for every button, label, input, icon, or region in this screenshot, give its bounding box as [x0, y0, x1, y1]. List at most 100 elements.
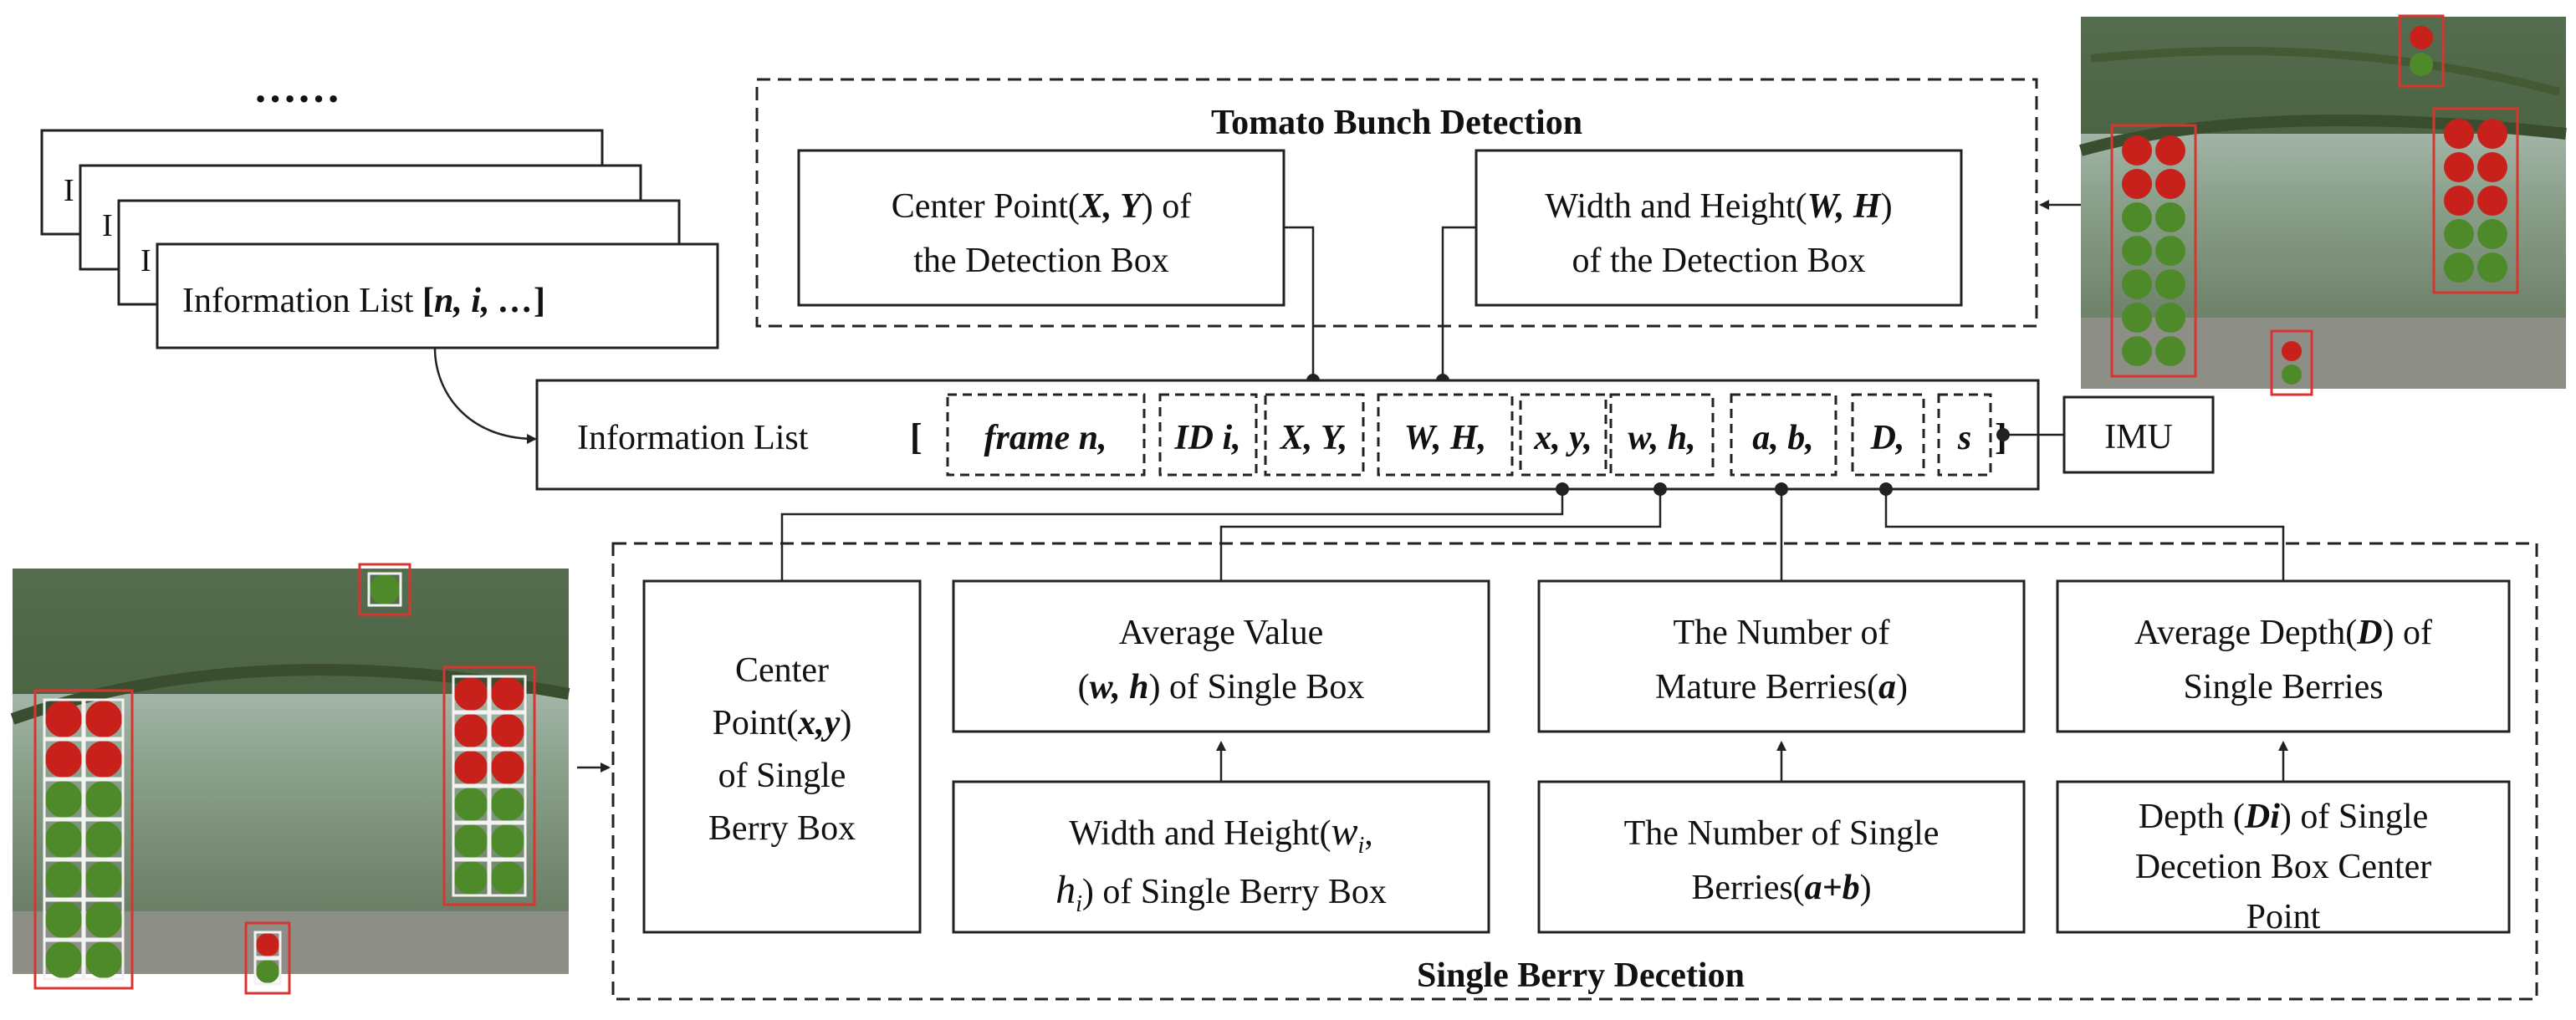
berry-wh-single-box: [952, 780, 1490, 934]
field-small-xy: x, y,: [1533, 419, 1592, 457]
berry-photo-b-berry-box: [452, 675, 490, 713]
berry-photo-a-tomato: [85, 861, 122, 898]
photo-bunch-floor: [2081, 318, 2566, 389]
berry-photo-a-tomato: [85, 781, 122, 818]
photo-bunch-vine: [2090, 47, 2561, 96]
field-wh-box: [1377, 393, 1514, 477]
berry-photo-d-berry-box: [253, 957, 282, 986]
bunch-photo-a-tomato: [2122, 303, 2152, 333]
berry-avg-depth-l2: Single Berries: [2183, 668, 2383, 706]
bunch-photo-a-tomato: [2155, 202, 2185, 232]
berry-avg-depth-box: [2056, 579, 2511, 733]
stack-card-4-label: I: [64, 173, 74, 208]
berry-detection-group: [611, 542, 2538, 1001]
bunch-photo-b-bunch-box: [2432, 107, 2519, 294]
berry-avg-value-l2: (w, h) of Single Box: [1078, 668, 1365, 706]
berry-photo-b-tomato: [454, 677, 488, 711]
connector-dot-small-xy: [1556, 482, 1569, 496]
berry-photo-a-berry-box: [43, 899, 84, 941]
berry-photo-b-tomato: [454, 788, 488, 821]
bunch-photo-a-tomato: [2155, 135, 2185, 166]
berry-mature-l2: Mature Berries(a): [1655, 668, 1908, 706]
arrow-stack-to-list: [433, 347, 537, 444]
berry-depth-l2: Decetion Box Center: [2135, 848, 2432, 886]
berry-photo-b-tomato: [491, 751, 524, 784]
berry-photo-a-berry-box: [83, 939, 125, 981]
bunch-detection-title: Tomato Bunch Detection: [1211, 104, 1582, 142]
bunch-size-box: [1475, 149, 1963, 307]
field-small-wh: w, h,: [1628, 419, 1695, 457]
berry-photo-a-berry-box: [43, 859, 84, 900]
berry-mature-l1: The Number of: [1674, 614, 1890, 652]
berry-photo-a-berry-box: [43, 819, 84, 860]
main-list-open-bracket: [: [910, 416, 923, 457]
berry-photo-a-berry-box: [83, 819, 125, 860]
connector-dot-small-wh: [1653, 482, 1667, 496]
field-xy-box: [1264, 393, 1365, 477]
photo-berry-tomatoes: [33, 563, 536, 995]
berry-photo-b-tomato: [454, 751, 488, 784]
bunch-size-line2: of the Detection Box: [1572, 242, 1865, 280]
bunch-photo-b-tomato: [2477, 219, 2507, 249]
field-D: D,: [1870, 419, 1905, 457]
bunch-photo-a-tomato: [2122, 269, 2152, 299]
berry-center-l1: Center: [735, 651, 829, 690]
berry-photo-d-tomato: [256, 933, 279, 956]
berry-center-box: [642, 579, 922, 934]
bunch-photo-a-tomato: [2155, 336, 2185, 366]
bunch-photo-d-tomato: [2282, 365, 2302, 385]
bunch-center-line2: the Detection Box: [913, 242, 1169, 280]
berry-photo-b-tomato: [454, 824, 488, 858]
field-small-wh-box: [1609, 393, 1715, 477]
connector-center-to-xy: [1284, 226, 1315, 380]
bunch-photo-a-tomato: [2155, 303, 2185, 333]
bunch-photo-a-tomato: [2122, 169, 2152, 199]
berry-wh-single-l1: Width and Height(wi,: [1069, 809, 1373, 859]
berry-count-l1: The Number of Single: [1624, 814, 1940, 853]
berry-avg-depth-l1: Average Depth(D) of: [2134, 614, 2432, 652]
stack-front-label: Information List [n, i, …]: [182, 282, 545, 320]
bunch-photo-c-tomato: [2410, 53, 2433, 76]
greenhouse-photo-bunch: [2079, 14, 2567, 396]
berry-photo-d-bunch-box: [244, 921, 291, 995]
bunch-photo-a-tomato: [2122, 336, 2152, 366]
berry-photo-a-berry-box: [83, 899, 125, 941]
connector-size-to-wh: [1441, 226, 1476, 380]
bunch-photo-b-tomato: [2444, 152, 2474, 182]
berry-photo-c-berry-box: [367, 572, 402, 607]
berry-photo-b-berry-box: [452, 711, 490, 750]
berry-photo-c-tomato: [370, 574, 400, 604]
field-id-box: [1158, 393, 1258, 477]
berry-avg-value-box: [952, 579, 1490, 733]
stack-card-2-label: I: [141, 243, 151, 278]
berry-photo-b-berry-box: [488, 822, 527, 860]
bunch-detection-group: [755, 78, 2038, 328]
berry-mature-box: [1537, 579, 2026, 733]
berry-photo-a-berry-box: [43, 778, 84, 820]
bunch-photo-b-tomato: [2444, 219, 2474, 249]
berry-photo-b-tomato: [491, 677, 524, 711]
main-information-list: [535, 379, 2040, 491]
berry-photo-b-berry-box: [452, 859, 490, 897]
berry-photo-a-berry-box: [83, 859, 125, 900]
berry-depth-box: [2056, 780, 2511, 934]
field-XY: X, Y,: [1279, 419, 1348, 457]
bunch-center-line1: Center Point(X, Y) of: [892, 187, 1192, 226]
berry-photo-b-tomato: [454, 861, 488, 895]
ellipsis: ……: [253, 64, 340, 112]
bunch-photo-a-tomato: [2122, 135, 2152, 166]
berry-center-l3: of Single: [718, 757, 846, 795]
berry-photo-a-tomato: [85, 941, 122, 978]
berry-photo-d-tomato: [256, 960, 279, 983]
berry-photo-a-bunch-box: [33, 689, 134, 990]
bunch-photo-a-tomato: [2122, 202, 2152, 232]
berry-photo-c-bunch-box: [358, 563, 411, 616]
berry-photo-b-tomato: [491, 714, 524, 747]
berry-photo-b-berry-box: [452, 748, 490, 787]
berry-depth-l1: Depth (Di) of Single: [2139, 798, 2428, 836]
berry-photo-a-tomato: [45, 941, 82, 978]
bunch-center-box: [797, 149, 1285, 307]
berry-count-box: [1537, 780, 2026, 934]
berry-photo-a-tomato: [45, 701, 82, 737]
bunch-photo-b-tomato: [2444, 119, 2474, 149]
